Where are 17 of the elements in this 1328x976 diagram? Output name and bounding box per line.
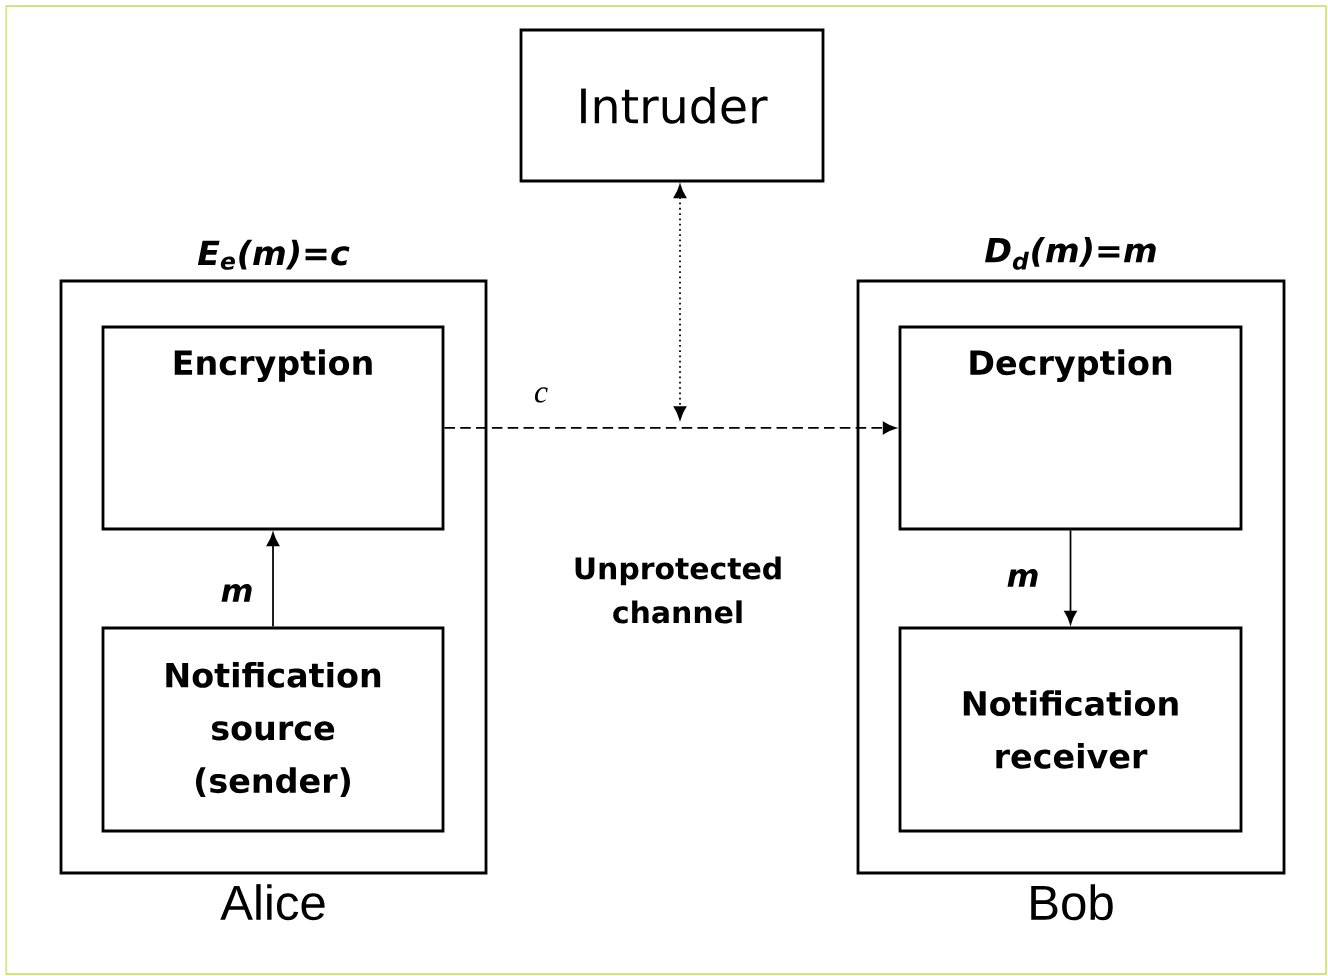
edge-label: m [1004, 567, 1042, 589]
channel-label: Unprotected channel [575, 556, 781, 624]
process-box: Intruder [519, 28, 825, 183]
arrow [266, 532, 280, 628]
edge-label: c [532, 385, 550, 405]
arrow [443, 421, 897, 435]
node-label: E$_{e}$(m)=c [197, 239, 350, 270]
node-label: Bob [1031, 884, 1113, 921]
arrow [1064, 529, 1077, 625]
process-box: Encryption [101, 325, 445, 531]
edge-label: m [218, 582, 256, 604]
process-box: Notification source (sender) [101, 626, 445, 833]
arrow [673, 184, 687, 420]
process-box: Decryption [898, 325, 1243, 531]
process-box: Notification receiver [898, 626, 1243, 833]
node-label: Alice [220, 884, 325, 921]
node-label: D$_{d}$(m)=m [985, 236, 1156, 270]
